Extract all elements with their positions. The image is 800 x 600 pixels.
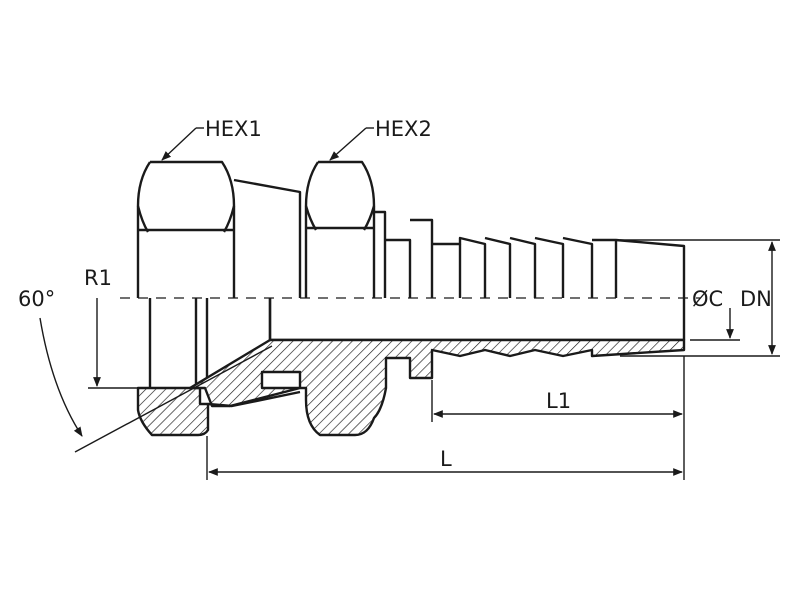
l1-dimension: L1 bbox=[431, 356, 685, 422]
oc-label: ØC bbox=[692, 287, 723, 311]
hex1-section bbox=[136, 386, 210, 437]
l-label: L bbox=[440, 447, 452, 471]
l1-label: L1 bbox=[546, 389, 571, 413]
l-dimension: L bbox=[206, 422, 685, 480]
seat-lines bbox=[207, 298, 301, 408]
dn-label: DN bbox=[740, 287, 772, 311]
dn-dimension: DN bbox=[620, 239, 780, 357]
angle-label: 60° bbox=[18, 287, 55, 311]
r1-dimension: R1 bbox=[84, 266, 192, 389]
hose-tail-barbs bbox=[432, 236, 686, 340]
hex2-leader: HEX2 bbox=[329, 117, 432, 161]
hex1-leader: HEX1 bbox=[161, 117, 262, 161]
hex1-label: HEX1 bbox=[205, 117, 262, 141]
hex2-body bbox=[304, 160, 434, 298]
nut-sleeve bbox=[233, 178, 302, 340]
hex1-nut bbox=[136, 160, 236, 388]
oc-dimension: ØC bbox=[690, 287, 740, 341]
hex2-label: HEX2 bbox=[375, 117, 432, 141]
r1-label: R1 bbox=[84, 266, 112, 290]
angle-annotation: 60° bbox=[18, 287, 273, 453]
body-section bbox=[188, 338, 686, 437]
